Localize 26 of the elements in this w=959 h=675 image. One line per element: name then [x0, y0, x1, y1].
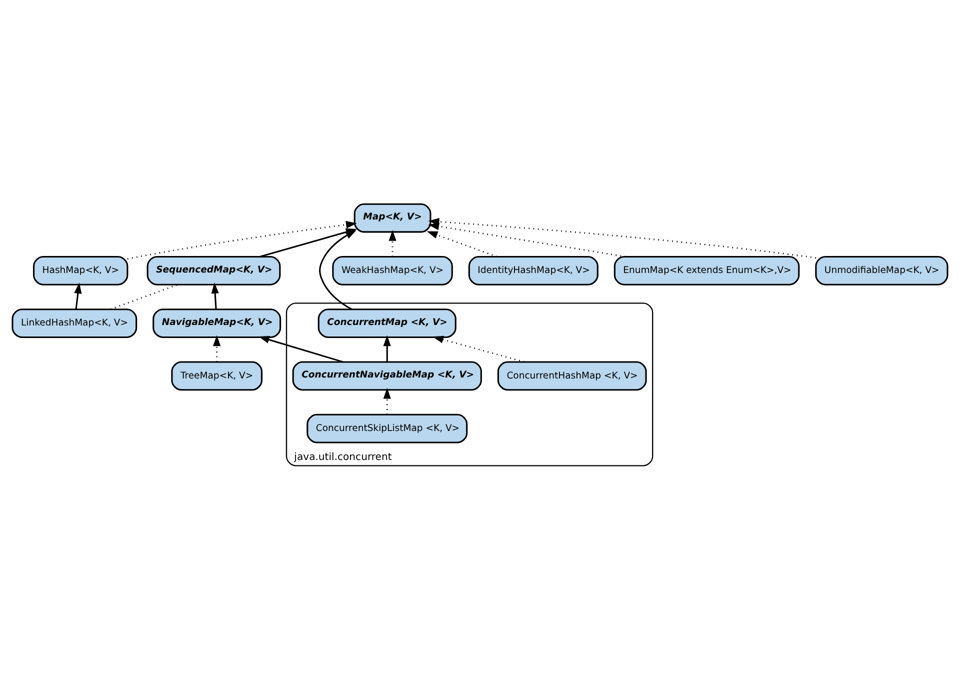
node-box: ConcurrentSkipListMap <K, V>	[306, 413, 468, 443]
node-box: UnmodifiableMap<K, V>	[814, 255, 948, 285]
node-box: EnumMap<K extends Enum<K>,V>	[613, 255, 800, 285]
node-box: IdentityHashMap<K, V>	[468, 255, 598, 285]
connector	[110, 283, 178, 310]
arrow	[212, 334, 220, 362]
node-box: SequencedMap<K, V>	[146, 255, 280, 285]
node-box: Map<K, V>	[353, 202, 431, 232]
arrow	[382, 334, 390, 362]
node-box: ConcurrentNavigableMap <K, V>	[292, 360, 482, 390]
arrow	[258, 336, 343, 362]
node-box: ConcurrentHashMap <K, V>	[496, 360, 646, 390]
arrow	[428, 217, 816, 258]
node-box: NavigableMap<K, V>	[152, 308, 281, 338]
arrow	[388, 229, 396, 256]
arrow	[426, 230, 497, 257]
arrow	[428, 222, 626, 257]
node-box: TreeMap<K, V>	[170, 360, 262, 390]
arrow	[432, 335, 524, 362]
arrow	[74, 282, 82, 309]
arrow	[382, 387, 390, 414]
node-box: LinkedHashMap<K, V>	[11, 308, 137, 338]
node-box: HashMap<K, V>	[32, 255, 128, 285]
node-box: ConcurrentMap <K, V>	[317, 308, 456, 338]
node-box: WeakHashMap<K, V>	[332, 255, 452, 285]
arrow	[210, 282, 218, 309]
